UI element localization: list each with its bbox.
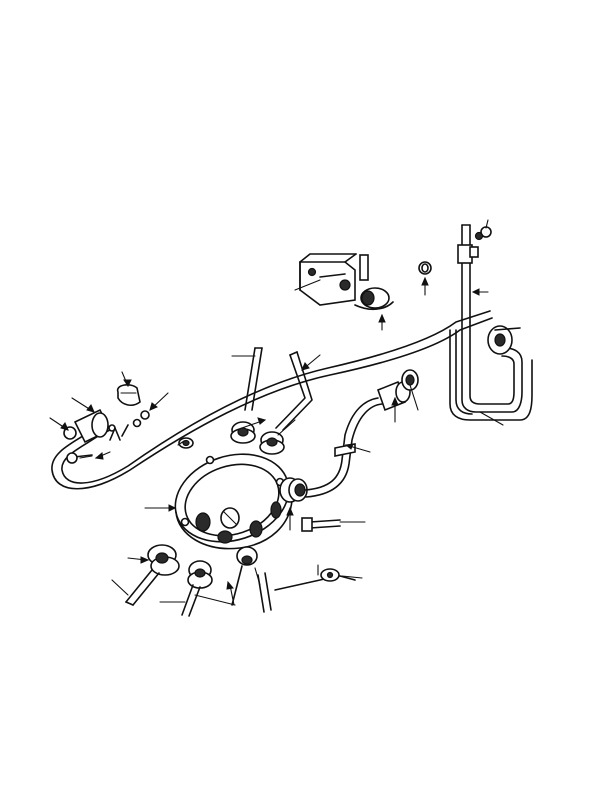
grommet-bottom-right [236, 546, 258, 566]
grommets [147, 421, 308, 589]
main-cable [51, 310, 493, 490]
grommet-bottom-mid [187, 560, 213, 589]
grommet-right [279, 477, 308, 503]
left-connector [63, 383, 150, 464]
grommet-1 [230, 421, 256, 444]
leader-lines [49, 219, 504, 606]
grommet-2 [259, 431, 285, 455]
junction-block [299, 253, 394, 311]
top-right-fasteners [418, 226, 492, 275]
right-tube-assembly [449, 224, 533, 421]
grommet-bottom-left [147, 544, 180, 576]
ring-housing [174, 453, 293, 550]
wires [125, 347, 419, 617]
